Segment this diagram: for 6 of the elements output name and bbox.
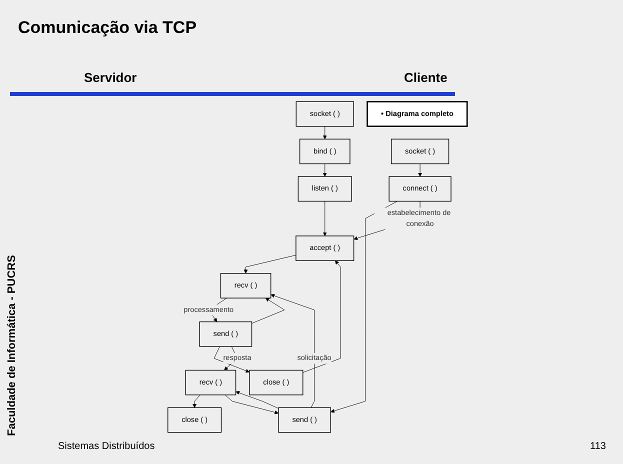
footer-text: Sistemas Distribuídos <box>58 441 155 452</box>
column-heading: Servidor <box>84 70 137 85</box>
side-caption: Faculdade de Informática - PUCRS <box>6 254 18 436</box>
column-heading: Cliente <box>404 70 448 85</box>
slide-title: Comunicação via TCP <box>18 18 197 38</box>
page-number: 113 <box>590 441 606 452</box>
